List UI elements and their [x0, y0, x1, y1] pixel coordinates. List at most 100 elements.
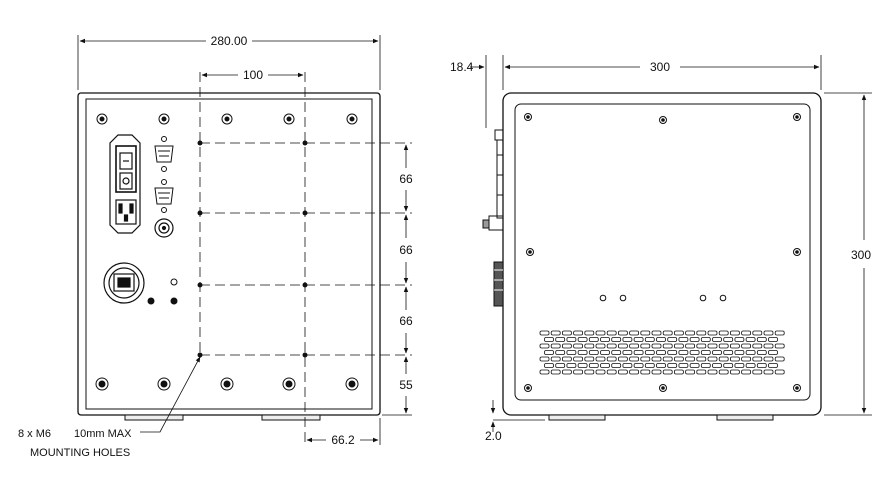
vent-slot — [730, 369, 740, 375]
vent-slot — [674, 343, 684, 349]
vent-slot — [756, 363, 767, 368]
vent-slot — [618, 356, 628, 362]
vent-slot — [640, 356, 651, 362]
vent-slot — [774, 369, 785, 375]
vent-slot — [689, 363, 700, 368]
vent-slot — [618, 369, 628, 375]
vent-slot — [577, 350, 588, 355]
vent-slot — [550, 330, 561, 336]
vent-slot — [674, 356, 684, 362]
vertical-dim-1: 66 — [399, 172, 413, 186]
vent-slot — [577, 363, 588, 368]
vent-slot — [745, 337, 756, 342]
vent-slot — [611, 350, 622, 355]
vent-slot — [539, 356, 550, 362]
vent-slot — [606, 343, 617, 349]
vent-slot — [707, 330, 718, 336]
vent-slot — [752, 330, 763, 336]
vent-slot — [745, 363, 756, 368]
vent-slot — [678, 350, 689, 355]
vent-slot — [584, 369, 595, 375]
vent-slot — [723, 350, 734, 355]
vertical-dim-4: 55 — [399, 378, 413, 392]
vent-slot — [700, 337, 711, 342]
vent-slot — [539, 343, 550, 349]
vent-slot — [600, 337, 610, 342]
vent-slot — [644, 350, 655, 355]
vent-slot — [588, 350, 599, 355]
front-panel — [85, 98, 373, 410]
vent-slot — [595, 343, 606, 349]
vent-slot — [741, 356, 751, 362]
vent-slot — [611, 337, 622, 342]
vent-slot — [633, 363, 644, 368]
side-enclosure — [502, 92, 822, 416]
vent-slot — [550, 356, 561, 362]
vent-slot — [644, 363, 655, 368]
side-view — [482, 92, 822, 421]
vent-slot — [662, 330, 673, 336]
vertical-dim-2: 66 — [399, 243, 413, 257]
vent-slot — [667, 350, 678, 355]
vent-slot — [584, 356, 595, 362]
vent-slot — [745, 350, 756, 355]
vent-slot — [600, 363, 610, 368]
vent-slot — [629, 369, 639, 375]
vent-slot — [562, 330, 572, 336]
side-depth-dim: 18.4 — [450, 60, 474, 74]
vent-slot — [629, 330, 639, 336]
vent-slot — [696, 369, 707, 375]
vent-slot — [656, 363, 666, 368]
vent-slot — [741, 343, 751, 349]
vent-slot — [707, 356, 718, 362]
vent-slot — [700, 350, 711, 355]
vent-slot — [685, 343, 695, 349]
vent-slot — [595, 356, 606, 362]
side-screws — [524, 113, 801, 392]
vent-slot — [685, 356, 695, 362]
circular-connector — [154, 218, 174, 238]
vent-slot — [595, 330, 606, 336]
vent-slot — [674, 369, 684, 375]
dsub-connector-1 — [154, 136, 174, 172]
vent-slot — [696, 356, 707, 362]
side-dimensions — [470, 55, 872, 432]
vent-slot — [718, 356, 729, 362]
network-connector — [103, 262, 145, 304]
vent-slot — [696, 343, 707, 349]
vent-slot — [651, 369, 662, 375]
vent-slot — [622, 350, 633, 355]
vent-slot — [685, 330, 695, 336]
vent-slot — [718, 343, 729, 349]
foot-height-dim: 2.0 — [485, 429, 502, 443]
vent-slot — [573, 343, 583, 349]
vent-slot — [633, 337, 644, 342]
power-inlet-module — [109, 134, 141, 234]
vent-slot — [606, 369, 617, 375]
vent-slot — [763, 356, 774, 362]
vent-slot — [734, 363, 745, 368]
side-connector-profile — [482, 129, 504, 307]
vent-slot — [555, 337, 566, 342]
vent-slot — [712, 350, 722, 355]
vent-slot — [573, 356, 583, 362]
vent-slot — [606, 356, 617, 362]
vent-slot — [633, 350, 644, 355]
vent-slot — [752, 356, 763, 362]
vent-slot — [662, 343, 673, 349]
vent-slot — [763, 369, 774, 375]
vent-slot — [674, 330, 684, 336]
vent-slot — [774, 356, 785, 362]
vent-slot — [723, 337, 734, 342]
vent-slot — [734, 350, 745, 355]
indicator-holes — [147, 278, 178, 305]
front-dimensions — [77, 35, 412, 445]
vent-slot — [768, 363, 778, 368]
vent-slot — [544, 363, 554, 368]
side-height-dim: 300 — [851, 248, 871, 262]
vent-slot — [700, 363, 711, 368]
vent-slot — [741, 330, 751, 336]
vent-slot — [584, 343, 595, 349]
vent-slot — [707, 369, 718, 375]
